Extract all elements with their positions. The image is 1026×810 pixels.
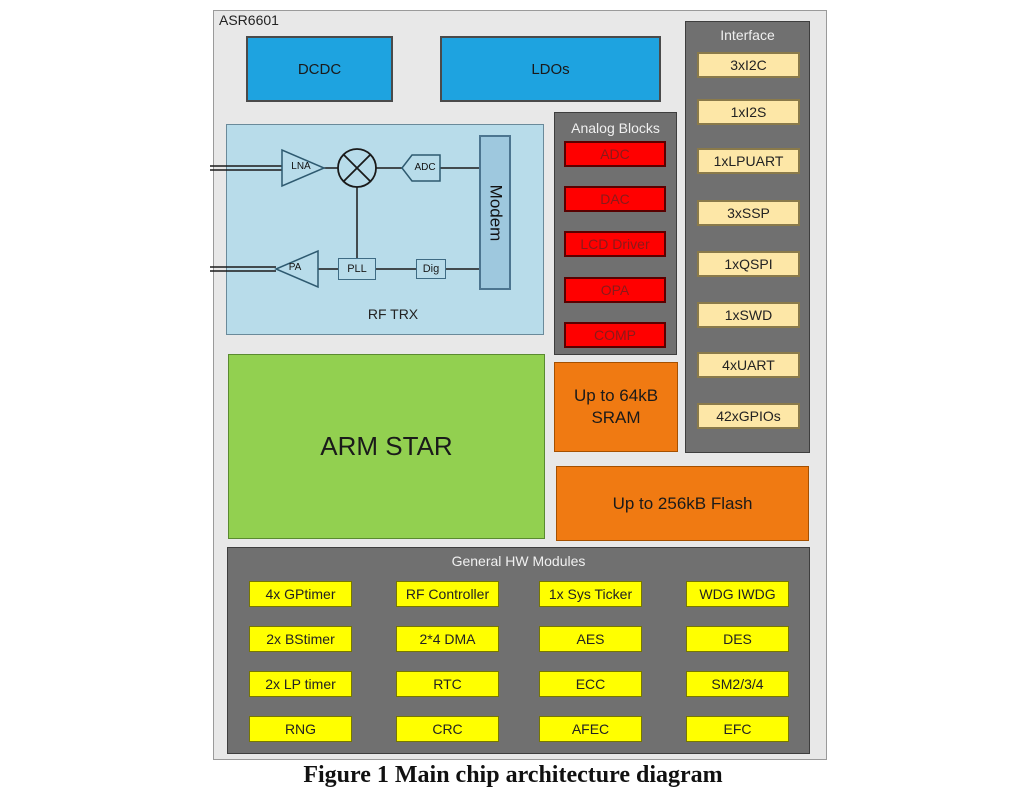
modem-block: Modem: [479, 135, 511, 290]
analog-adc-label: ADC: [600, 146, 630, 162]
interface-item: 1xQSPI: [697, 251, 800, 277]
interface-item-label: 1xSWD: [724, 307, 773, 323]
analog-adc-block: ADC: [564, 141, 666, 167]
pll-block: PLL: [338, 258, 376, 280]
hw-module-label: 2*4 DMA: [419, 631, 476, 647]
dcdc-block: DCDC: [246, 36, 393, 102]
flash-block: Up to 256kB Flash: [556, 466, 809, 541]
rf-adc-label: ADC: [414, 162, 436, 173]
analog-comp-block: COMP: [564, 322, 666, 348]
hw-module-label: RNG: [284, 721, 317, 737]
hw-module: CRC: [396, 716, 499, 742]
hw-module: AFEC: [539, 716, 642, 742]
analog-opa-block: OPA: [564, 277, 666, 303]
hw-module-label: AFEC: [571, 721, 610, 737]
interface-item: 1xLPUART: [697, 148, 800, 174]
interface-item-label: 3xI2C: [730, 57, 767, 73]
interface-item: 3xSSP: [697, 200, 800, 226]
hw-module: RF Controller: [396, 581, 499, 607]
flash-label: Up to 256kB Flash: [612, 493, 753, 513]
hw-module-label: EFC: [723, 721, 752, 737]
hw-module-label: WDG IWDG: [699, 586, 776, 602]
analog-dac-label: DAC: [600, 191, 630, 207]
hw-module: RNG: [249, 716, 352, 742]
hw-module-label: 2x BStimer: [266, 631, 335, 647]
hw-module: SM2/3/4: [686, 671, 789, 697]
dig-block: Dig: [416, 259, 446, 279]
hw-module: 4x GPtimer: [249, 581, 352, 607]
interface-item-label: 1xQSPI: [724, 256, 773, 272]
analog-dac-block: DAC: [564, 186, 666, 212]
hw-module-label: SM2/3/4: [711, 676, 764, 692]
hw-module-label: 2x LP timer: [265, 676, 336, 692]
lna-amplifier-icon: [281, 148, 326, 188]
analog-opa-label: OPA: [600, 282, 630, 298]
interface-item: 4xUART: [697, 352, 800, 378]
rf-trx-label: RF TRX: [367, 306, 419, 322]
sram-block: Up to 64kB SRAM: [554, 362, 678, 452]
pa-amplifier-icon: [274, 249, 319, 289]
analog-comp-label: COMP: [594, 327, 636, 343]
hw-module: 2x BStimer: [249, 626, 352, 652]
sram-size-label: Up to 64kB: [573, 386, 659, 405]
hw-module: 1x Sys Ticker: [539, 581, 642, 607]
hw-module-label: CRC: [432, 721, 463, 737]
pll-label: PLL: [347, 263, 367, 275]
figure-caption: Figure 1 Main chip architecture diagram: [303, 762, 723, 788]
interface-item-label: 42xGPIOs: [716, 408, 781, 424]
hw-module-label: RTC: [433, 676, 462, 692]
hw-module-label: DES: [723, 631, 752, 647]
pa-label: PA: [288, 262, 302, 273]
interface-item-label: 1xLPUART: [713, 153, 784, 169]
chip-title: ASR6601: [219, 12, 279, 28]
hw-module: WDG IWDG: [686, 581, 789, 607]
modem-label: Modem: [486, 184, 505, 241]
interface-panel: [685, 21, 810, 453]
hw-module: EFC: [686, 716, 789, 742]
hw-module-label: AES: [576, 631, 605, 647]
hw-module: AES: [539, 626, 642, 652]
hw-module-label: 4x GPtimer: [265, 586, 336, 602]
analog-lcd-driver-block: LCD Driver: [564, 231, 666, 257]
hw-module: DES: [686, 626, 789, 652]
hw-module-label: ECC: [575, 676, 606, 692]
hw-module: 2*4 DMA: [396, 626, 499, 652]
interface-title: Interface: [720, 27, 775, 43]
ldos-label: LDOs: [531, 60, 570, 78]
analog-blocks-title: Analog Blocks: [571, 120, 660, 136]
interface-item: 1xI2S: [697, 99, 800, 125]
analog-lcd-driver-label: LCD Driver: [580, 236, 650, 252]
interface-item-label: 3xSSP: [727, 205, 770, 221]
hw-module-label: 1x Sys Ticker: [548, 586, 633, 602]
ldos-block: LDOs: [440, 36, 661, 102]
sram-type-label: SRAM: [591, 408, 641, 427]
interface-item: 42xGPIOs: [697, 403, 800, 429]
interface-item: 3xI2C: [697, 52, 800, 78]
mixer-icon: [337, 148, 377, 188]
dcdc-label: DCDC: [297, 60, 342, 78]
dig-label: Dig: [422, 263, 440, 275]
arm-core-block: ARM STAR: [228, 354, 545, 539]
arm-core-label: ARM STAR: [320, 431, 453, 461]
interface-item-label: 4xUART: [722, 357, 775, 373]
hw-modules-title: General HW Modules: [451, 553, 586, 569]
hw-module-label: RF Controller: [405, 586, 490, 602]
lna-label: LNA: [291, 161, 311, 172]
interface-item: 1xSWD: [697, 302, 800, 328]
interface-item-label: 1xI2S: [730, 104, 767, 120]
rf-signal-lines: [210, 148, 480, 289]
hw-module: ECC: [539, 671, 642, 697]
hw-module: RTC: [396, 671, 499, 697]
hw-module: 2x LP timer: [249, 671, 352, 697]
rf-adc-shape: [401, 154, 441, 182]
